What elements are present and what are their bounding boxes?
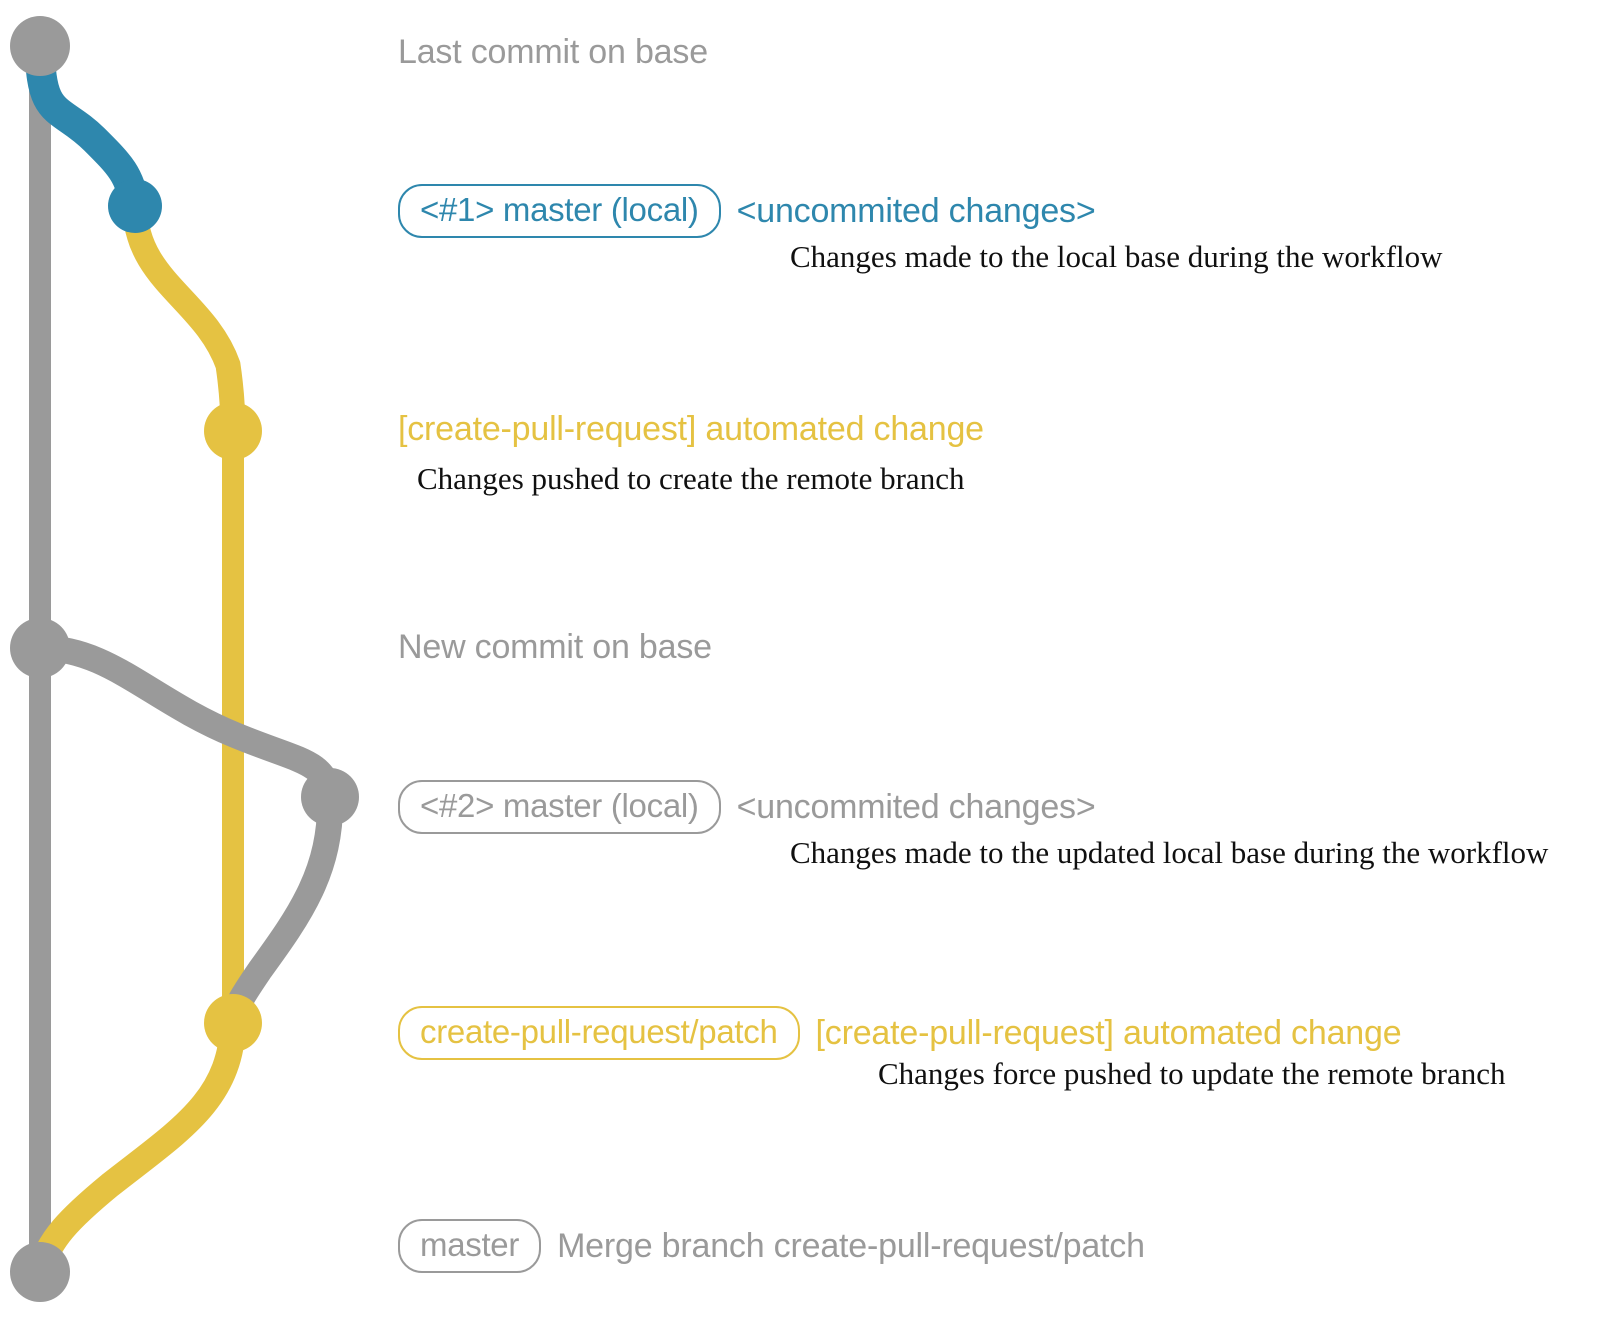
master-local-2-caption: <uncommited changes> bbox=[736, 788, 1096, 826]
annotation-automated-change-2: create-pull-request/patch [create-pull-r… bbox=[398, 1006, 1402, 1060]
badge-master[interactable]: master bbox=[398, 1219, 542, 1273]
automated-change-2-caption: [create-pull-request] automated change bbox=[815, 1014, 1402, 1052]
annotation-last-commit: Last commit on base bbox=[398, 35, 708, 69]
commit-node-base-merge[interactable] bbox=[10, 1242, 70, 1302]
commit-node-local-1[interactable] bbox=[108, 179, 162, 233]
badge-master-local-2[interactable]: <#2> master (local) bbox=[398, 780, 721, 834]
badge-master-local-1[interactable]: <#1> master (local) bbox=[398, 184, 721, 238]
commit-node-patch-2[interactable] bbox=[204, 994, 262, 1052]
last-commit-caption: Last commit on base bbox=[398, 33, 708, 71]
edge-base-to-local1 bbox=[25, 31, 150, 221]
new-commit-caption: New commit on base bbox=[398, 628, 712, 666]
edge-basenew-to-local2 bbox=[27, 635, 343, 810]
automated-change-1-caption: [create-pull-request] automated change bbox=[398, 410, 984, 448]
merge-commit-caption: Merge branch create-pull-request/patch bbox=[557, 1227, 1145, 1265]
automated-change-2-description: Changes force pushed to update the remot… bbox=[878, 1056, 1506, 1091]
annotation-master-local-2: <#2> master (local) <uncommited changes> bbox=[398, 780, 1096, 834]
annotation-merge-commit: master Merge branch create-pull-request/… bbox=[398, 1219, 1145, 1273]
automated-change-1-description: Changes pushed to create the remote bran… bbox=[417, 461, 965, 496]
commit-node-base-last[interactable] bbox=[10, 16, 70, 76]
annotation-automated-change-1: [create-pull-request] automated change bbox=[398, 412, 984, 446]
annotation-new-commit: New commit on base bbox=[398, 630, 712, 664]
master-local-2-description: Changes made to the updated local base d… bbox=[790, 835, 1549, 870]
commit-node-base-new[interactable] bbox=[10, 618, 70, 678]
badge-create-pull-request-patch[interactable]: create-pull-request/patch bbox=[398, 1006, 800, 1060]
edge-patch2-to-merge bbox=[27, 1010, 246, 1285]
commit-node-patch-1[interactable] bbox=[204, 402, 262, 460]
master-local-1-description: Changes made to the local base during th… bbox=[790, 239, 1443, 274]
master-local-1-caption: <uncommited changes> bbox=[736, 192, 1096, 230]
commit-node-local-2[interactable] bbox=[301, 768, 359, 826]
annotation-master-local-1: <#1> master (local) <uncommited changes> bbox=[398, 184, 1096, 238]
